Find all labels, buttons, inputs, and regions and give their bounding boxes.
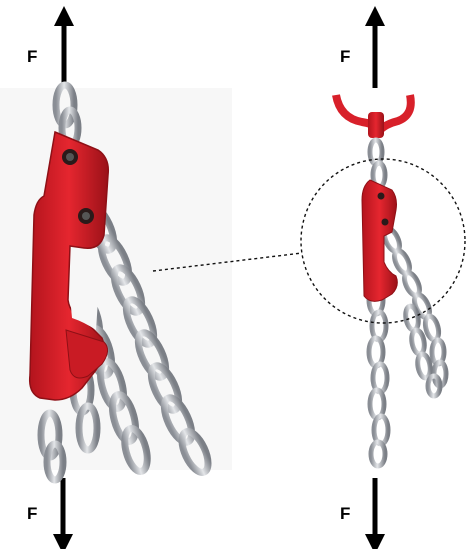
force-label-left-top: F <box>27 48 37 65</box>
force-label-right-bottom: F <box>340 505 350 522</box>
force-label-left-bottom: F <box>27 505 37 522</box>
chain-hook-closeup-illustration <box>0 85 232 480</box>
chain-sling-overview-illustration <box>336 95 446 466</box>
force-label-right-top: F <box>340 48 350 65</box>
